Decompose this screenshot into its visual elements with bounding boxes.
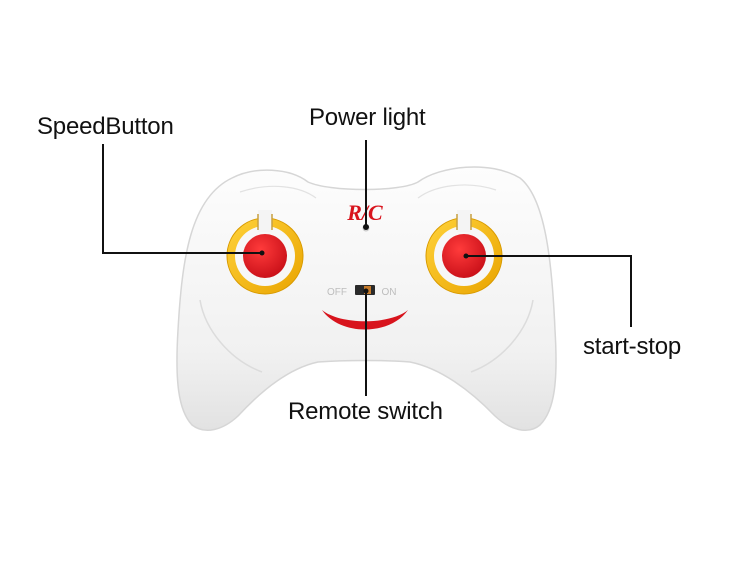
- label-speed-button: SpeedButton: [37, 113, 174, 140]
- body-contour-right: [470, 299, 534, 373]
- body-contour-top: [239, 185, 317, 199]
- label-power-light: Power light: [309, 104, 426, 131]
- left-ring-gap: [258, 210, 272, 232]
- smile-decal: [322, 310, 408, 330]
- left-ring-gap-edge: [257, 214, 273, 230]
- switch-off-label: OFF: [327, 287, 347, 298]
- leader-start-dot: [463, 253, 469, 259]
- leader-start-stop: [466, 255, 632, 327]
- label-start-stop: start-stop: [583, 333, 682, 360]
- leader-speed-button: [102, 144, 262, 254]
- leader-speed-dot: [259, 250, 265, 256]
- speed-button[interactable]: [243, 234, 287, 278]
- right-ring-gap: [457, 210, 471, 232]
- leader-power-dot: [363, 224, 369, 230]
- rc-logo: R/C: [346, 200, 383, 225]
- body-contour-left: [199, 299, 263, 373]
- right-ring-gap-edge: [456, 214, 472, 230]
- label-remote-switch: Remote switch: [288, 398, 443, 425]
- switch-on-label: ON: [382, 287, 397, 298]
- leader-switch-dot: [363, 288, 369, 294]
- body-contour-top-right: [417, 184, 497, 199]
